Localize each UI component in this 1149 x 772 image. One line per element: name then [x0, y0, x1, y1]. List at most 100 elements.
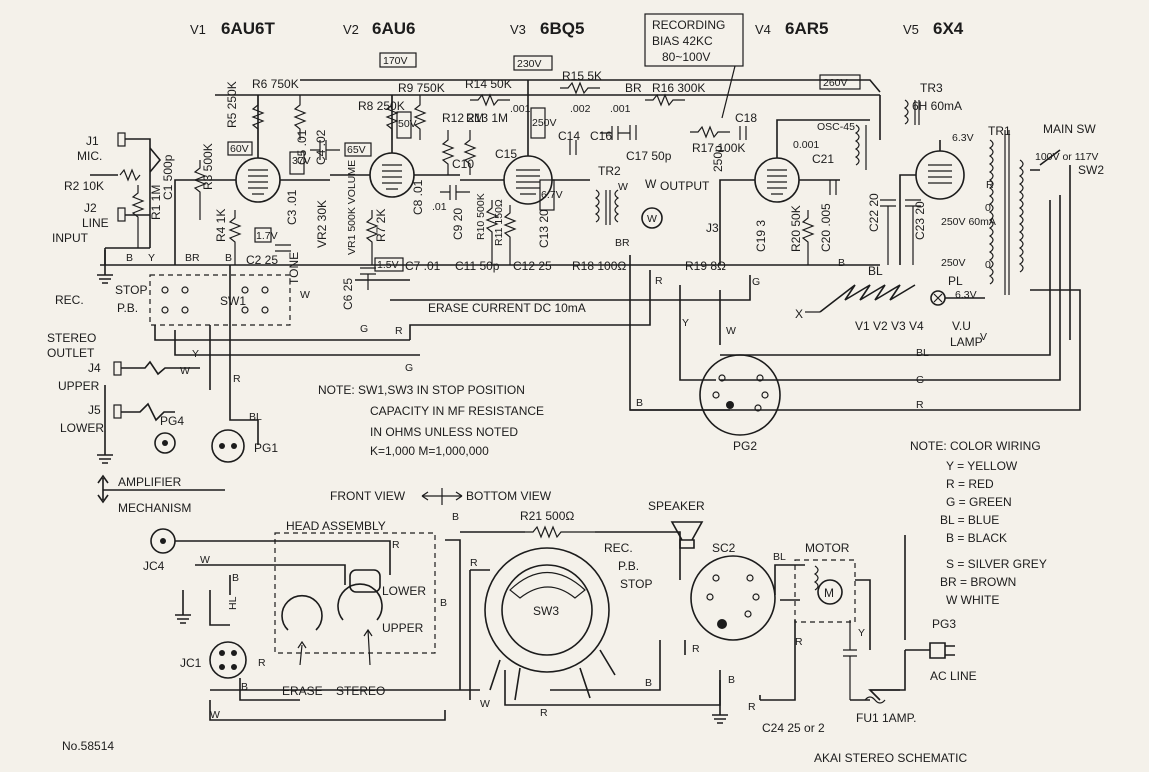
wire-letter: B: [452, 511, 459, 523]
wire-letter: W: [180, 365, 190, 377]
label-head-upper: UPPER: [382, 621, 424, 635]
label-front-view: FRONT VIEW: [330, 489, 406, 503]
footer-title: AKAI STEREO SCHEMATIC: [814, 751, 967, 765]
label-c16: C16: [590, 129, 612, 143]
voltage-tag-37v: 37V: [292, 155, 311, 167]
wire-letter: BL: [249, 411, 262, 423]
label-c6: C6 25: [341, 278, 355, 310]
label-r12: R12 2M: [442, 111, 484, 125]
wire-letter: R: [655, 275, 663, 287]
voltage-tag-6-7v: 6.7V: [541, 189, 563, 201]
label-sw3: SW3: [533, 604, 559, 618]
label-bottom-view: BOTTOM VIEW: [466, 489, 552, 503]
label-upper-jack: UPPER: [58, 379, 100, 393]
wire-letter: W: [618, 181, 628, 193]
label-cap-001-a: .001: [510, 103, 531, 115]
label-r3: R3 500K: [201, 143, 215, 190]
wire-letter: BL: [916, 347, 929, 359]
wire-letter: B: [225, 252, 232, 264]
color-legend-title: NOTE: COLOR WIRING: [910, 439, 1041, 453]
wire-letter: W: [726, 325, 736, 337]
label-sw2: SW2: [1078, 163, 1104, 177]
label-r19: R19 8Ω: [685, 259, 726, 273]
label-c23: C23 20: [913, 201, 927, 240]
label-sw1: SW1: [220, 294, 246, 308]
label-head-stereo: STEREO: [336, 684, 385, 698]
label-c9: C9 20: [451, 208, 465, 240]
label-vr1: VR1 500K VOLUME: [346, 160, 358, 255]
tube-v1-type: 6AU6T: [221, 19, 275, 38]
voltage-tag-260v: 260V: [823, 77, 848, 89]
label-lower-jack: LOWER: [60, 421, 104, 435]
label-br-top: BR: [625, 81, 642, 95]
label-mains-voltage: 100V or 117V: [1035, 151, 1098, 163]
wire-letter: R: [795, 636, 803, 648]
tube-v5-id: V5: [903, 22, 919, 37]
label-rec-pos: REC.: [604, 541, 633, 555]
label-main-sw: MAIN SW: [1043, 122, 1096, 136]
label-sc2: SC2: [712, 541, 736, 555]
tube-v2-type: 6AU6: [372, 19, 415, 38]
tube-labels: V1 6AU6T V2 6AU6 V3 6BQ5 V4 6AR5 V5 6X4: [190, 19, 964, 38]
label-c2: C2 25: [246, 253, 278, 267]
label-r9: R9 750K: [398, 81, 445, 95]
label-c5: C5 .01: [295, 129, 309, 165]
label-stereo: STEREO: [47, 331, 96, 345]
wire-letter: B: [636, 397, 643, 409]
label-r1: R1 1M: [149, 185, 163, 220]
color-legend-white: W WHITE: [946, 593, 999, 607]
label-lamp: LAMP: [950, 335, 983, 349]
wire-letter: R: [233, 373, 241, 385]
label-r18: R18 100Ω: [572, 259, 626, 273]
wire-letter: Y: [148, 252, 155, 264]
label-c10: C10: [452, 157, 474, 171]
label-jc1: JC1: [180, 656, 202, 670]
label-c17: C17 50p: [626, 149, 672, 163]
label-cap-001-b: .001: [610, 103, 631, 115]
label-c3: C3 .01: [285, 189, 299, 225]
wire-letter: R: [395, 325, 403, 337]
voltage-tag-250v: 250V: [532, 117, 557, 129]
label-cap-01: .01: [432, 201, 447, 213]
note-switch-line-4: K=1,000 M=1,000,000: [370, 444, 489, 458]
label-r20: R20 50K: [789, 205, 803, 252]
wire-letter: W: [210, 709, 220, 721]
label-head-lower: LOWER: [382, 584, 426, 598]
label-c13: C13 20: [537, 209, 551, 248]
label-osc-cap: 0.001: [793, 139, 819, 151]
wire-letter: B: [440, 597, 447, 609]
label-250v-60ma: 250V 60mA: [941, 216, 996, 228]
footer-number: No.58514: [62, 739, 114, 753]
voltage-tag-170v: 170V: [383, 55, 408, 67]
wire-letter: W: [200, 554, 210, 566]
wire-letter: B: [232, 572, 239, 584]
wire-letter: B: [728, 674, 735, 686]
label-pg2: PG2: [733, 439, 757, 453]
wire-letter: BR: [615, 237, 630, 249]
recording-bias-line-1: RECORDING: [652, 18, 725, 32]
label-r8: R8 250K: [358, 99, 405, 113]
color-legend-black: B = BLACK: [946, 531, 1007, 545]
note-switch-line-1: NOTE: SW1,SW3 IN STOP POSITION: [318, 383, 525, 397]
label-ac-line: AC LINE: [930, 669, 977, 683]
label-tr1: TR1: [988, 124, 1011, 138]
label-pl: PL: [948, 274, 963, 288]
label-output: OUTPUT: [660, 179, 710, 193]
label-line: LINE: [82, 216, 109, 230]
label-c7: C7 .01: [405, 259, 441, 273]
label-r17: R17 100K: [692, 141, 745, 155]
mechanism-section: AMPLIFIER MECHANISM FRONT VIEW BOTTOM VI…: [97, 474, 977, 735]
label-vu: V.U: [952, 319, 971, 333]
label-r4: R4 1K: [214, 209, 228, 242]
wire-letter: Y: [858, 627, 865, 639]
label-amplifier: AMPLIFIER: [118, 475, 182, 489]
label-c14: C14: [558, 129, 580, 143]
label-r13: R13 1M: [466, 111, 508, 125]
label-j1: J1: [86, 134, 99, 148]
wire-letter: V: [980, 331, 987, 343]
label-sw1-pb: P.B.: [117, 301, 138, 315]
label-j5: J5: [88, 403, 101, 417]
amplifier-labels: R6 750K R5 250K R8 250K R9 750K R14 50K …: [47, 69, 1104, 455]
label-j4: J4: [88, 361, 101, 375]
